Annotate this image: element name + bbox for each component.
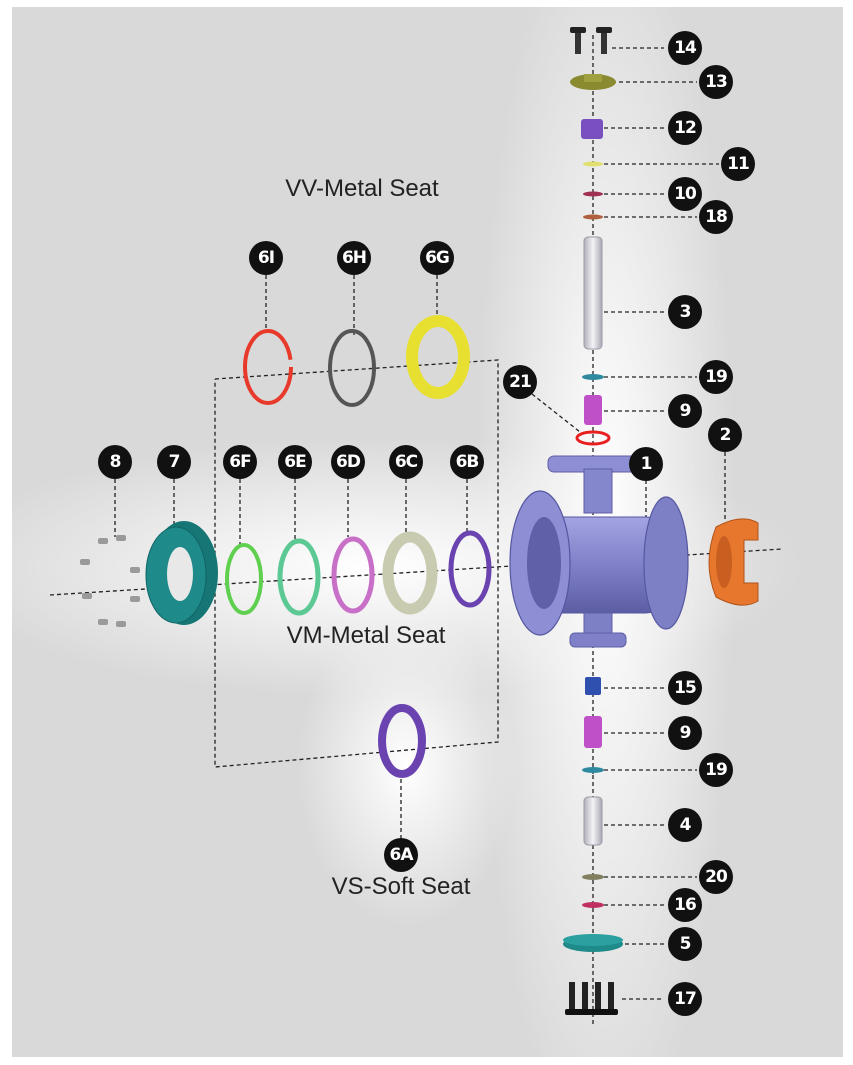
washer-20: [582, 874, 604, 880]
bushing-9b: [584, 716, 602, 748]
part-badge-6b: 6B: [450, 445, 484, 479]
part-badge-20: 20: [699, 860, 733, 894]
ring-6f: [225, 543, 263, 615]
ring-6a: [378, 704, 426, 778]
diagram-frame: VV-Metal Seat VM-Metal Seat VS-Soft Seat…: [12, 7, 843, 1057]
part-badge-13: 13: [699, 65, 733, 99]
bolt-17: [569, 982, 575, 1012]
part-badge-6g: 6G: [420, 241, 454, 275]
ring-6b: [448, 530, 492, 608]
bolt-17: [582, 982, 588, 1012]
screw: [82, 593, 92, 599]
vs-soft-seat-title: VS-Soft Seat: [331, 873, 471, 900]
right-flange: [643, 496, 689, 630]
washer-18: [583, 214, 603, 220]
oring-21: [575, 430, 611, 446]
vv-seat-rings: [243, 315, 470, 407]
end-cap: [708, 518, 759, 606]
part-badge-19-lower: 19: [699, 753, 733, 787]
part-badge-1: 1: [629, 447, 663, 481]
bolt-14: [575, 30, 581, 54]
ring-6i: [243, 329, 293, 405]
exploded-valve-diagram: [49, 27, 783, 1025]
washer-19a: [582, 374, 604, 380]
washer-19b: [582, 767, 604, 773]
part-badge-6c: 6C: [389, 445, 423, 479]
bottom-flange: [569, 632, 627, 648]
vv-metal-seat-title: VV-Metal Seat: [285, 175, 439, 202]
screw: [98, 538, 108, 544]
retainer-bore: [167, 547, 193, 601]
guide-lines: [49, 35, 783, 1000]
part-badge-19-upper: 19: [699, 360, 733, 394]
seat-selection-box: [214, 359, 499, 768]
part-badge-6h: 6H: [337, 241, 371, 275]
vm-seat-rings: [225, 530, 492, 616]
screw: [98, 619, 108, 625]
stem-3: [583, 236, 603, 350]
packing-block-12: [581, 119, 603, 139]
ring-6g: [406, 315, 470, 399]
bolt-17: [608, 982, 614, 1012]
ring-6h: [328, 329, 376, 407]
left-flange-bore: [527, 517, 561, 609]
gland-13-neck: [584, 74, 602, 82]
bolt-14-head: [596, 27, 612, 33]
part-badge-6f: 6F: [223, 445, 257, 479]
screw: [80, 559, 90, 565]
washer-10: [583, 191, 603, 197]
bolt-17-heads: [565, 1009, 618, 1015]
ring-6d: [331, 536, 375, 614]
retainer: [145, 521, 218, 625]
valve-body: [509, 455, 689, 648]
part-badge-3: 3: [668, 295, 702, 329]
ring-6c: [382, 531, 438, 615]
part-badge-6i: 6I: [249, 241, 283, 275]
screw: [130, 596, 140, 602]
ring-6e: [277, 538, 321, 616]
part-badge-6a: 6A: [384, 838, 418, 872]
part-badge-21: 21: [503, 365, 537, 399]
vm-metal-seat-title: VM-Metal Seat: [286, 622, 446, 649]
bushing-9a: [584, 395, 602, 425]
washer-11: [583, 161, 603, 167]
stem-stack: [563, 27, 623, 1015]
part-badge-11: 11: [721, 147, 755, 181]
screw: [116, 535, 126, 541]
part-badge-17: 17: [668, 982, 702, 1016]
bolt-14: [601, 30, 607, 54]
part-badge-6e: 6E: [278, 445, 312, 479]
part-badge-5: 5: [668, 927, 702, 961]
part-badge-8: 8: [98, 445, 132, 479]
part-badge-9-upper: 9: [668, 394, 702, 428]
part-badge-9-lower: 9: [668, 716, 702, 750]
bolt-14-head: [570, 27, 586, 33]
body-neck-top: [583, 468, 613, 514]
part-badge-2: 2: [708, 418, 742, 452]
screw: [130, 567, 140, 573]
stem-4: [583, 796, 603, 846]
part-badge-7: 7: [157, 445, 191, 479]
screw: [116, 621, 126, 627]
part-badge-14: 14: [668, 31, 702, 65]
spacer-15: [585, 677, 601, 695]
part-badge-6d: 6D: [331, 445, 365, 479]
part-badge-12: 12: [668, 111, 702, 145]
part-badge-10: 10: [668, 177, 702, 211]
end-cap-bore: [716, 536, 732, 588]
part-badge-15: 15: [668, 671, 702, 705]
part-badge-18: 18: [699, 200, 733, 234]
bottom-plate-5-top: [563, 934, 623, 946]
leader-21: [531, 393, 581, 433]
part-badge-16: 16: [668, 888, 702, 922]
screw-group: [80, 535, 140, 627]
washer-16: [582, 902, 604, 908]
part-badge-4: 4: [668, 808, 702, 842]
bolt-17: [595, 982, 601, 1012]
